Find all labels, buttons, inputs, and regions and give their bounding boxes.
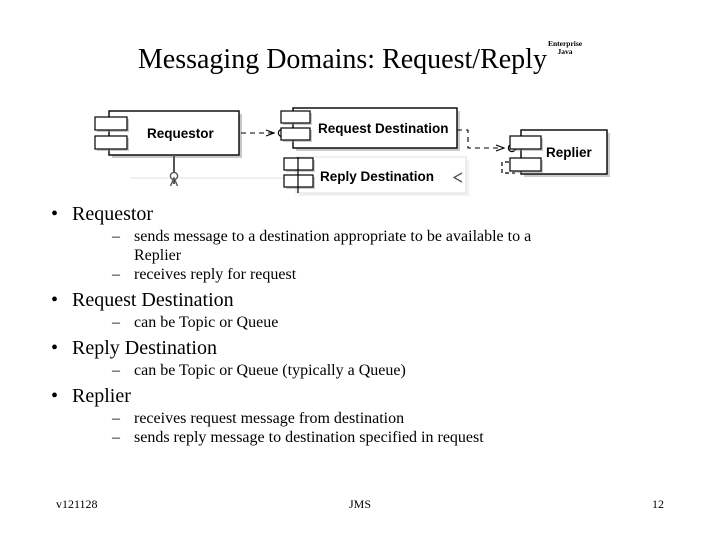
dash-marker: –	[112, 266, 120, 283]
title-text: Messaging Domains: Request/Reply	[137, 44, 547, 75]
sub-bullet-text: sends reply message to destination speci…	[134, 429, 484, 446]
dash-marker: –	[112, 429, 120, 446]
bullet-group-requestor: • Requestor – sends message to a destina…	[40, 202, 688, 284]
component-request-destination-label: Request Destination	[318, 121, 449, 136]
component-replier-tab-top	[509, 135, 542, 150]
bullet-group-replier: • Replier – receives request message fro…	[40, 384, 688, 447]
component-reply-destination-body	[295, 156, 467, 194]
component-reply-destination: Reply Destination	[283, 156, 469, 196]
sub-bullet-text: receives reply for request	[134, 266, 297, 283]
component-request-destination: Request Destination	[280, 107, 460, 151]
sub-bullet-replier-2: – sends reply message to destination spe…	[40, 428, 688, 447]
sub-bullet-requestor-1: – sends message to a destination appropr…	[40, 227, 688, 265]
connector-requestor-reply-destination	[169, 155, 179, 187]
component-requestor: Requestor	[94, 110, 242, 158]
component-reply-destination-label: Reply Destination	[320, 169, 434, 184]
bullet-group-request-destination: • Request Destination – can be Topic or …	[40, 288, 688, 332]
sub-bullet-text: can be Topic or Queue	[134, 314, 279, 331]
component-request-destination-body	[292, 107, 458, 149]
enterprise-java-superscript: Enterprise Java	[548, 40, 582, 56]
bullet-item-request-destination: • Request Destination	[40, 288, 688, 313]
bullet-item-replier: • Replier	[40, 384, 688, 409]
component-requestor-label: Requestor	[147, 126, 215, 141]
bullet-label: Requestor	[72, 203, 154, 225]
bullet-marker: •	[51, 203, 59, 225]
footer-version: v121128	[56, 497, 98, 511]
component-request-destination-tab-bottom	[280, 127, 311, 141]
sub-bullet-text: sends message to a destination appropria…	[134, 228, 532, 245]
sub-bullet-reply-destination-1: – can be Topic or Queue (typically a Que…	[40, 361, 688, 380]
bullet-marker: •	[51, 385, 59, 407]
sub-bullet-replier-1: – receives request message from destinat…	[40, 409, 688, 428]
slide-footer: v121128 JMS 12	[0, 494, 720, 514]
component-requestor-tab-bottom	[94, 135, 128, 150]
bullet-item-reply-destination: • Reply Destination	[40, 336, 688, 361]
bullet-item-requestor: • Requestor	[40, 202, 688, 227]
dash-marker: –	[112, 410, 120, 427]
component-requestor-tab-top	[94, 116, 128, 131]
bullet-marker: •	[51, 289, 59, 311]
sub-bullet-request-destination-1: – can be Topic or Queue	[40, 313, 688, 332]
dash-marker: –	[112, 228, 120, 245]
component-replier-label: Replier	[546, 145, 593, 160]
sub-bullet-text-wrap: Replier	[134, 247, 182, 264]
connector-reply-destination-replier	[452, 161, 515, 183]
bullet-label: Reply Destination	[72, 337, 217, 359]
component-replier: Replier	[509, 129, 610, 177]
bullet-label: Replier	[72, 385, 131, 407]
footer-page-number: 12	[652, 497, 664, 511]
dash-marker: –	[112, 362, 120, 379]
superscript-line-java: Java	[557, 47, 573, 56]
dash-marker: –	[112, 314, 120, 331]
component-requestor-body	[108, 110, 240, 156]
bullet-marker: •	[51, 337, 59, 359]
component-replier-tab-bottom	[509, 157, 542, 172]
sub-bullet-text: receives request message from destinatio…	[134, 410, 405, 427]
superscript-line-enterprise: Enterprise	[547, 39, 583, 48]
bullet-group-reply-destination: • Reply Destination – can be Topic or Qu…	[40, 336, 688, 380]
component-request-destination-tab-top	[280, 110, 311, 124]
bullet-list: • Requestor – sends message to a destina…	[40, 200, 688, 451]
sub-bullet-requestor-2: – receives reply for request	[40, 265, 688, 284]
page-title: Messaging Domains: Request/Reply Enterpr…	[0, 40, 720, 76]
sub-bullet-text: can be Topic or Queue (typically a Queue…	[134, 362, 406, 379]
bullet-label: Request Destination	[72, 289, 234, 311]
uml-component-diagram: Requestor Request	[90, 100, 630, 200]
footer-topic: JMS	[348, 497, 371, 511]
